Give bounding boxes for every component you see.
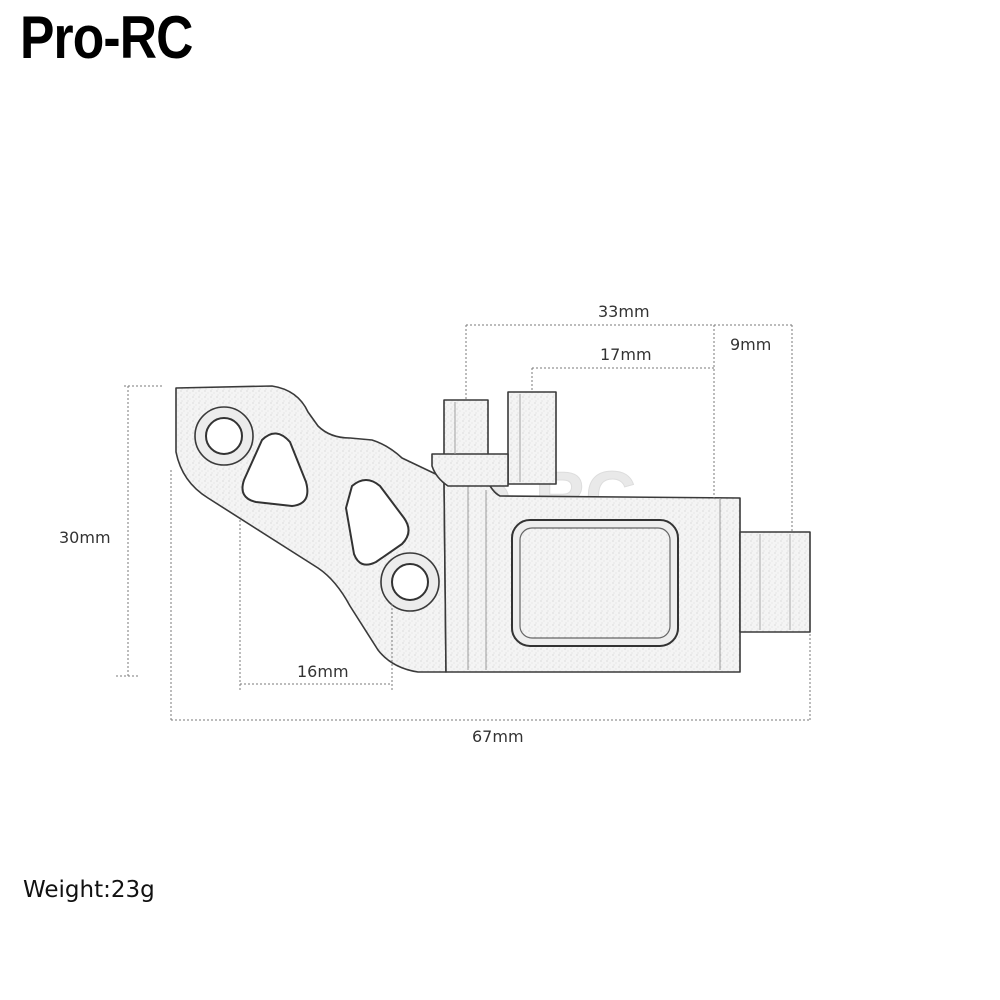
right-tab [739, 531, 811, 633]
weight-spec: Weight:23g [23, 877, 155, 903]
dim-bottom-inner: 16mm [297, 662, 349, 681]
dim-top-right: 9mm [730, 335, 771, 354]
dim-height: 30mm [59, 528, 111, 547]
dimension-lines [116, 324, 811, 722]
brand-logo: Pro-RC [20, 4, 193, 71]
dim-width-overall: 67mm [472, 727, 524, 746]
part-drawing [175, 385, 811, 673]
cutout-triangle-1 [241, 432, 309, 507]
post-right [507, 391, 557, 485]
cutout-triangle-2 [345, 479, 410, 566]
post-bridge [431, 453, 509, 487]
dim-top-inner: 17mm [600, 345, 652, 364]
dim-top-overall: 33mm [598, 302, 650, 321]
post-left [443, 399, 489, 457]
